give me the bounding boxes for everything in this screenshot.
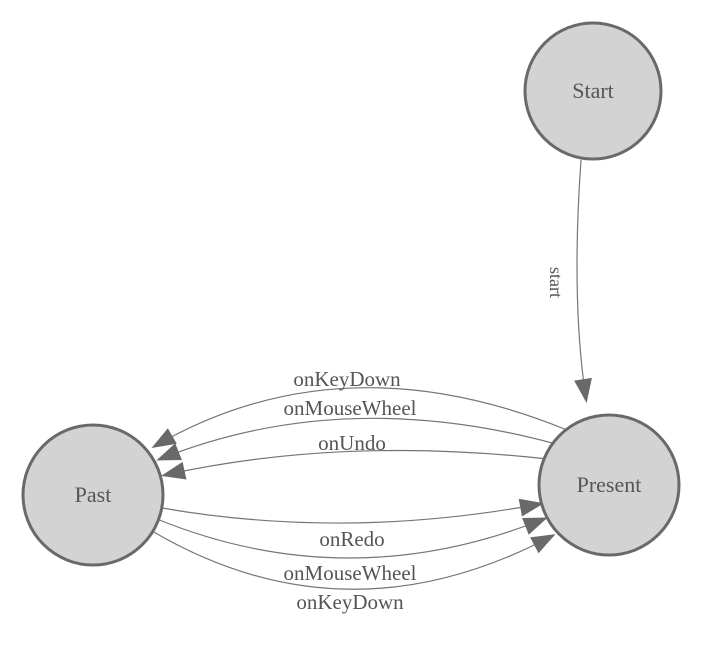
edge-label-onredo: onRedo [319,527,384,551]
edge-present-to-past-onkeydown [151,387,568,448]
edge-label-onkeydown-top: onKeyDown [293,367,401,391]
state-node-present-circle[interactable] [537,413,681,557]
edge-label-start: start [546,267,566,298]
edge-present-to-past-onmousewheel [156,417,557,461]
state-node-past[interactable]: Past [21,423,165,567]
state-node-start-circle[interactable] [523,21,663,161]
state-node-start-label: Start [572,78,614,103]
edge-past-to-present-onkeydown [151,530,556,590]
edge-label-onmousewheel-bottom: onMouseWheel [284,561,417,585]
state-node-present-label: Present [577,472,642,497]
edge-label-onkeydown-bottom: onKeyDown [296,590,404,614]
edge-past-to-present-onmousewheel [156,517,548,559]
edge-label-onmousewheel-top: onMouseWheel [284,396,417,420]
state-node-past-label: Past [75,482,112,507]
state-node-start[interactable]: Start [523,21,663,161]
state-node-past-circle[interactable] [21,423,165,567]
state-node-present[interactable]: Present [537,413,681,557]
edge-present-to-past-onundo [161,449,548,480]
edge-start-to-present [574,159,592,403]
edge-label-onundo: onUndo [318,431,386,455]
edge-past-to-present-onredo [161,498,544,524]
